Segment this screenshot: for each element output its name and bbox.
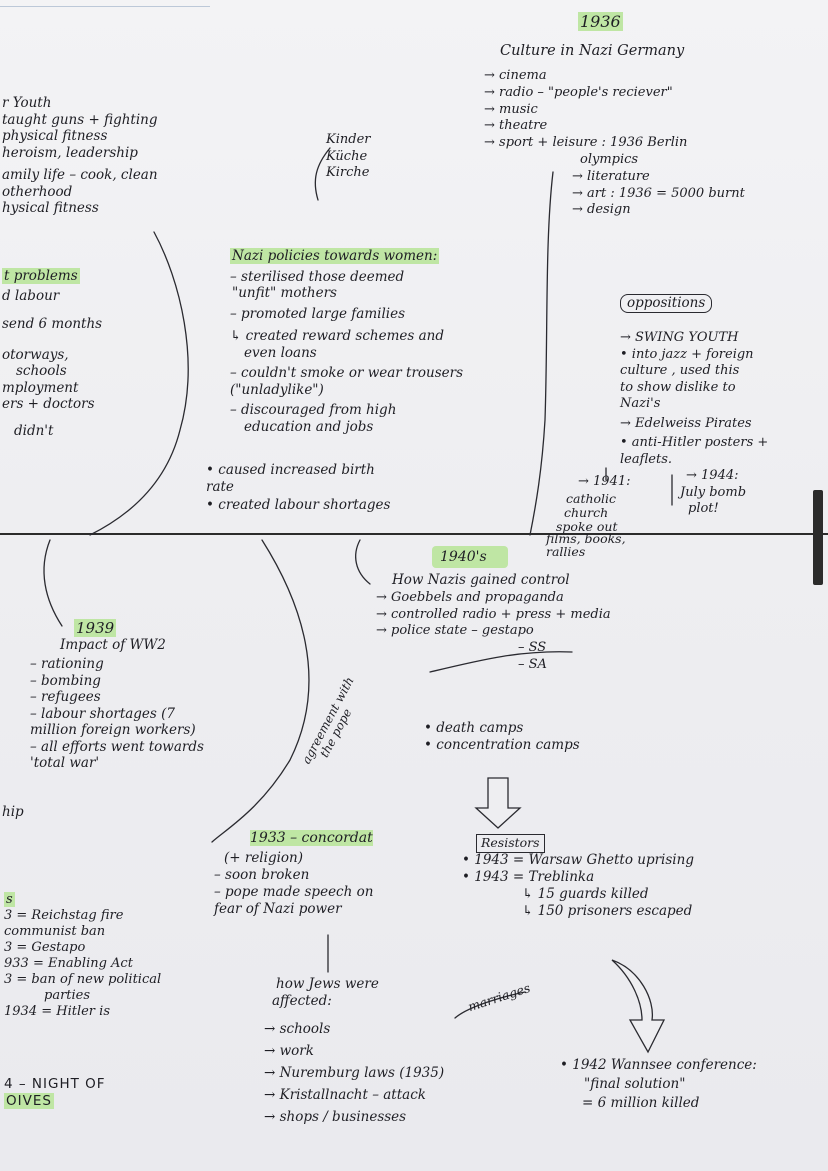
page-fold-line [0,533,828,535]
culture-item: → theatre [484,118,548,134]
arrow-1939 [43,539,63,627]
concordat-title: 1933 – concordat [250,830,373,846]
women-policies: Nazi policies towards women: – sterilise… [230,248,464,435]
culture-list: → cinema → radio – "people's reciever" →… [484,68,745,219]
timeline-block: s 3 = Reichstag fire communist ban 3 = G… [4,892,162,1019]
ww2-list: – rationing – bombing – refugees – labou… [30,656,204,771]
problems-block: t problems d labour send 6 months otorwa… [2,268,103,439]
ww2-title: Impact of WW2 [60,637,166,653]
culture-item: → sport + leisure : 1936 Berlin [484,135,688,151]
arrow-marriages [454,991,526,1019]
culture-item: → literature [572,168,650,184]
hollow-arrow-wannsee [611,959,666,1054]
arrow-ss [429,651,573,673]
control-sub: – SS – SA [518,640,547,672]
arrow-control [355,539,371,585]
control-decade: 1940's [440,549,487,565]
control-list: → Goebbels and propaganda → controlled r… [376,590,611,638]
opposition-1944: → 1944: July bomb plot! [680,468,747,516]
culture-item: → art : 1936 = 5000 burnt [572,185,745,201]
arrow-culture [529,171,554,536]
culture-item: → design [572,202,631,218]
culture-item: → cinema [484,68,547,83]
culture-item: → radio – "people's reciever" [484,84,673,100]
highlight-1940s [432,546,508,568]
arrow-concordat [211,539,310,843]
catholic-church: catholic church spoke out [556,491,618,534]
hollow-arrow-camps [474,777,522,829]
resistors-title: Resistors [476,834,545,853]
control-title: How Nazis gained control [392,572,570,588]
films-books: films, books, rallies [546,531,626,559]
culture-item: olympics [580,151,639,167]
arrow-youth-down [89,231,189,536]
night-of-long-knives: 4 – NIGHT OF OIVES [4,1076,106,1109]
arrow-kinder [314,147,331,201]
opposition-1941: → 1941: [578,474,631,489]
jews-title: how Jews were affected: [272,976,379,1009]
concordat-list: (+ religion) – soon broken – pope made s… [214,850,374,917]
binder-tab [813,490,823,585]
culture-year: 1936 [578,12,623,31]
opposition-list: → SWING YOUTH • into jazz + foreign cult… [620,330,769,467]
resistors-list: • 1943 = Warsaw Ghetto uprising • 1943 =… [462,852,694,919]
opposition-title: oppositions [620,294,713,313]
ship-fragment: hip [2,804,24,820]
camps-list: • death camps • concentration camps [424,720,580,753]
women-effects: • caused increased birth rate • created … [206,462,391,513]
youth-block: r Youth taught guns + fighting physical … [2,95,158,216]
culture-title: Culture in Nazi Germany [500,43,685,59]
jews-list: → schools → work → Nuremburg laws (1935)… [264,1021,445,1125]
ww2-year: 1939 [74,619,117,637]
wannsee-block: • 1942 Wannsee conference: "final soluti… [560,1057,757,1111]
kinder-kuche-kirche: Kinder Küche Kirche [326,132,371,180]
top-edge-line [0,6,210,7]
culture-item: → music [484,101,538,117]
women-title: Nazi policies towards women: [230,248,440,264]
problems-title: t problems [2,268,80,284]
